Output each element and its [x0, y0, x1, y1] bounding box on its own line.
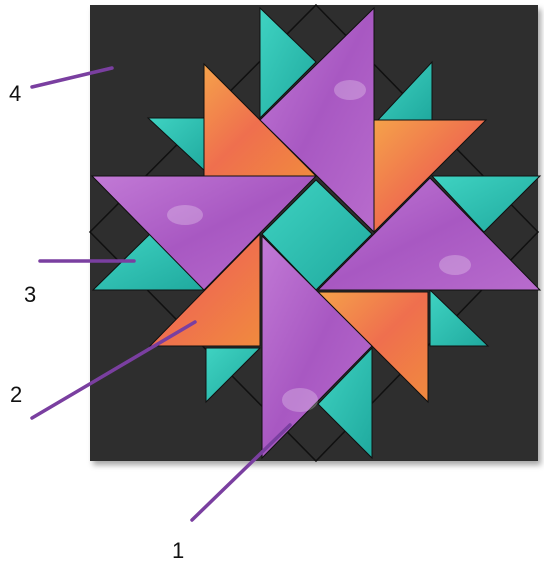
callout-number-2: 2 — [10, 382, 22, 407]
callout-number-4: 4 — [9, 81, 21, 106]
callout-number-1: 1 — [172, 538, 184, 563]
callout-number-3: 3 — [24, 282, 36, 307]
